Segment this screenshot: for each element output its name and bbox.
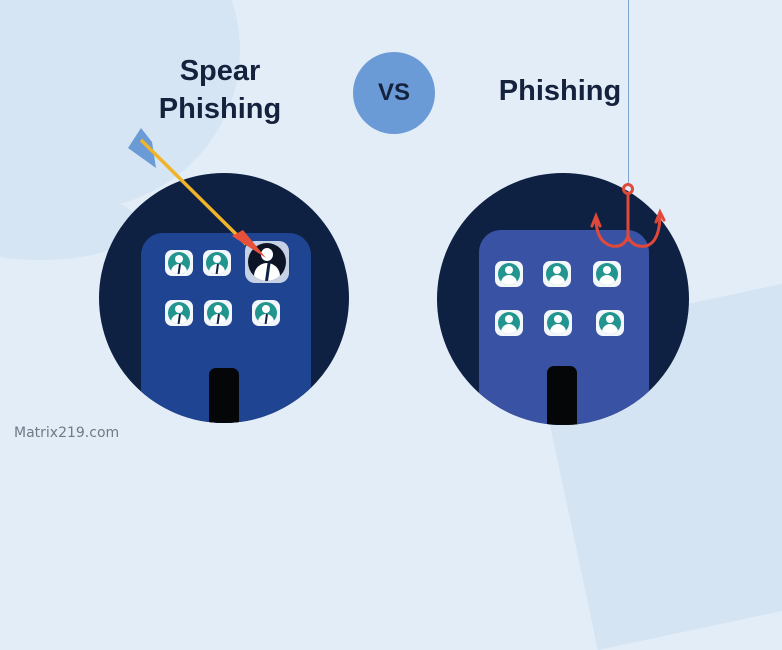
user-icon (495, 261, 523, 287)
user-icon (252, 300, 280, 326)
user-icon (165, 250, 193, 276)
user-icon (204, 300, 232, 326)
scene-circle (437, 173, 689, 425)
user-icon (596, 310, 624, 336)
door (547, 366, 577, 425)
arrow-fletching (128, 128, 156, 168)
overlay-graphics (128, 128, 666, 258)
door (209, 368, 239, 423)
fishing-hook-icon (590, 183, 666, 248)
title-line-1: Spear (179, 55, 261, 87)
phishing-scene (437, 173, 689, 425)
versus-label: VS (377, 79, 410, 106)
arrow-head (232, 230, 266, 258)
title-line-2: Phishing (158, 93, 282, 125)
user-icon (203, 250, 231, 276)
user-icon (593, 261, 621, 287)
arrow-shaft (139, 138, 248, 246)
arrow-icon (128, 128, 266, 258)
building-icon (479, 230, 649, 425)
user-icon (495, 310, 523, 336)
scene-circle (99, 173, 349, 423)
building-icon (141, 233, 311, 423)
fishing-line (628, 0, 629, 185)
spear-phishing-scene (99, 173, 349, 423)
versus-badge: VS (353, 52, 435, 134)
watermark: Matrix219.com (14, 425, 120, 441)
user-icon (165, 300, 193, 326)
user-icon (543, 261, 571, 287)
user-icon (544, 310, 572, 336)
spear-phishing-title: Spear Phishing (140, 52, 300, 128)
phishing-title: Phishing (498, 75, 622, 107)
